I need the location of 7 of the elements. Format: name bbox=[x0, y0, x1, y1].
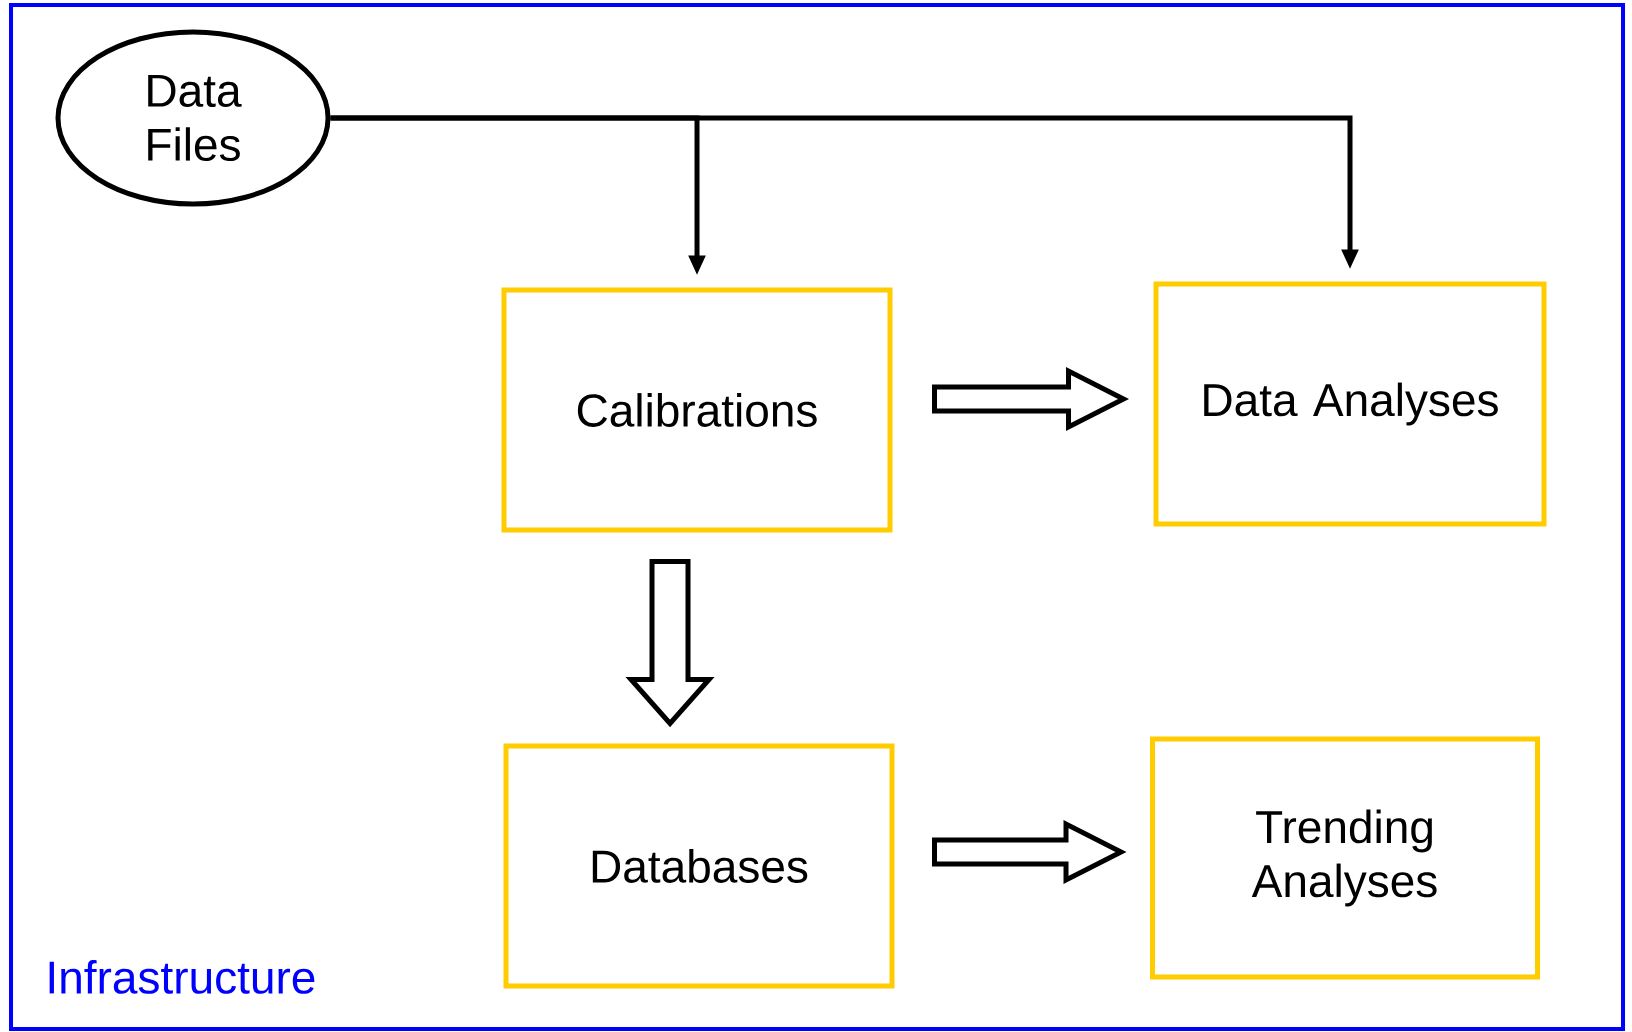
block-arrow bbox=[932, 819, 1127, 885]
process-box: Trending Analyses bbox=[1150, 736, 1540, 980]
block-arrow bbox=[625, 559, 715, 728]
block-arrow bbox=[932, 366, 1130, 432]
process-box: Databases bbox=[503, 743, 895, 989]
process-box: Data Analyses bbox=[1153, 281, 1547, 527]
process-box: Calibrations bbox=[501, 287, 893, 533]
